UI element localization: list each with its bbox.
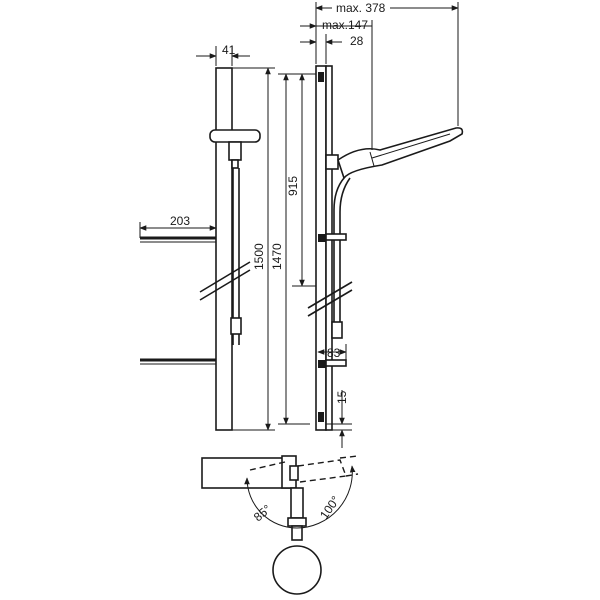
side-view: max. 378 max.147 28 83 15	[300, 0, 464, 448]
dimension-203: 203	[139, 214, 217, 238]
upper-shelf	[140, 236, 216, 243]
dimension-max-378-label: max. 378	[336, 1, 386, 15]
dimension-41: 41	[196, 43, 250, 66]
dimension-28-label: 28	[350, 34, 364, 48]
dimension-1500-label: 1500	[252, 243, 266, 270]
front-rail	[215, 67, 233, 431]
side-upper-shelf	[318, 233, 347, 242]
swivel-arm	[287, 487, 307, 541]
side-rail	[315, 65, 327, 431]
dimension-1470: 1470	[270, 73, 310, 425]
shower-head-disc	[272, 545, 322, 595]
dimension-max-147-label: max.147	[322, 18, 368, 32]
hose-front	[230, 168, 242, 345]
lower-shelf	[140, 358, 216, 365]
front-view: 41 203 1500 1470 915	[139, 43, 316, 431]
dimension-28: 28	[300, 34, 364, 64]
angle-85: 85°	[244, 477, 298, 529]
side-break-marks	[307, 281, 353, 317]
dimension-max-378: max. 378	[315, 0, 459, 126]
dimension-915: 915	[286, 73, 316, 287]
angle-100-label: 100°	[317, 493, 343, 522]
hand-shower-front	[209, 129, 261, 169]
rail-break-marks	[199, 261, 251, 301]
dimension-max-147: max.147	[300, 18, 373, 150]
dimension-41-label: 41	[222, 43, 236, 57]
dimension-1470-label: 1470	[270, 243, 284, 270]
dimension-1500: 1500	[232, 67, 275, 431]
dimension-15-label: 15	[335, 390, 349, 404]
hose-side	[331, 177, 351, 339]
dimension-915-label: 915	[286, 176, 300, 196]
hand-shower-side	[325, 127, 464, 180]
side-lower-shelf	[318, 359, 347, 368]
dimension-83: 83	[317, 344, 347, 360]
top-view: 85° 100°	[201, 455, 359, 595]
dimension-15: 15	[326, 390, 352, 448]
swivel-dashed-positions	[249, 455, 359, 483]
dimension-83-label: 83	[327, 346, 341, 360]
dimension-203-label: 203	[170, 214, 190, 228]
